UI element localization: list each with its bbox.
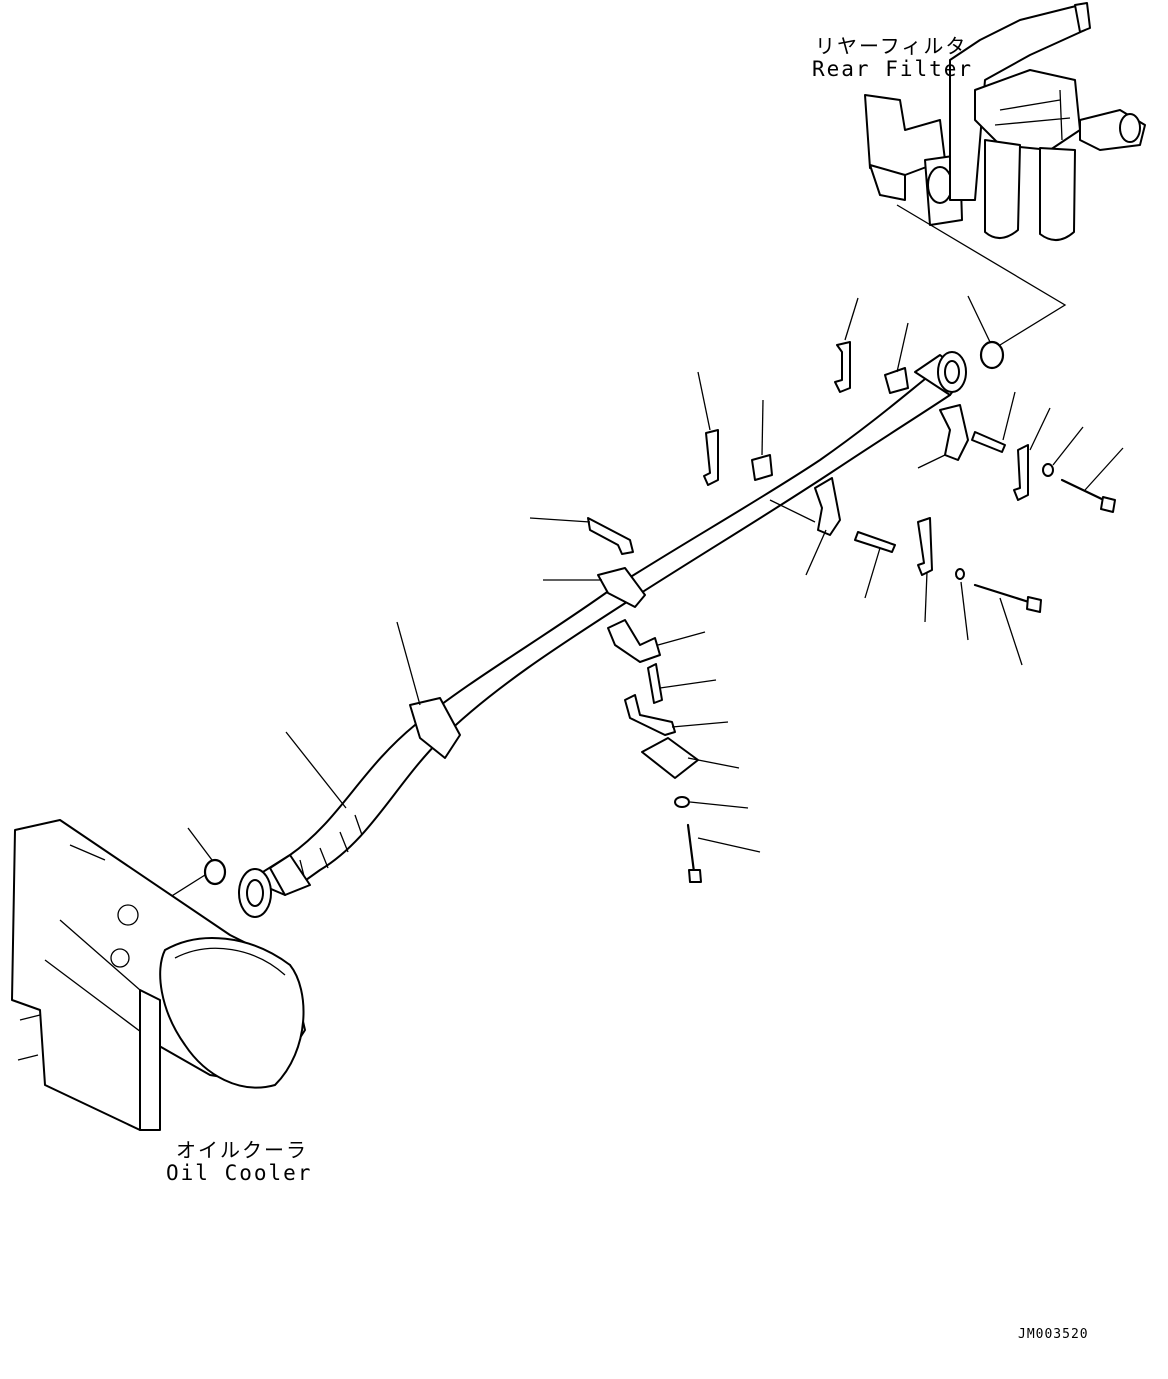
rear-filter-leader [896,204,1067,346]
oil-cooler [11,819,306,1131]
drawing-code: JM003520 [1018,1327,1089,1342]
oil-cooler-label-jp: オイルクーラ [176,1138,308,1162]
rear-filter-label-en: Rear Filter [812,57,974,81]
leader-o-ring-lower [187,827,213,861]
oil-cooler-label-en: Oil Cooler [166,1161,313,1185]
rear-filter-label-jp: リヤーフィルタ [815,34,968,58]
o-ring-upper [979,340,1005,370]
o-ring-lower [203,858,227,886]
leader-hose [285,731,347,809]
leader-o-ring-upper [967,295,991,343]
rear-filter-assembly [864,2,1146,241]
clamp-set [396,297,1124,883]
hydraulic-hose [238,351,967,918]
